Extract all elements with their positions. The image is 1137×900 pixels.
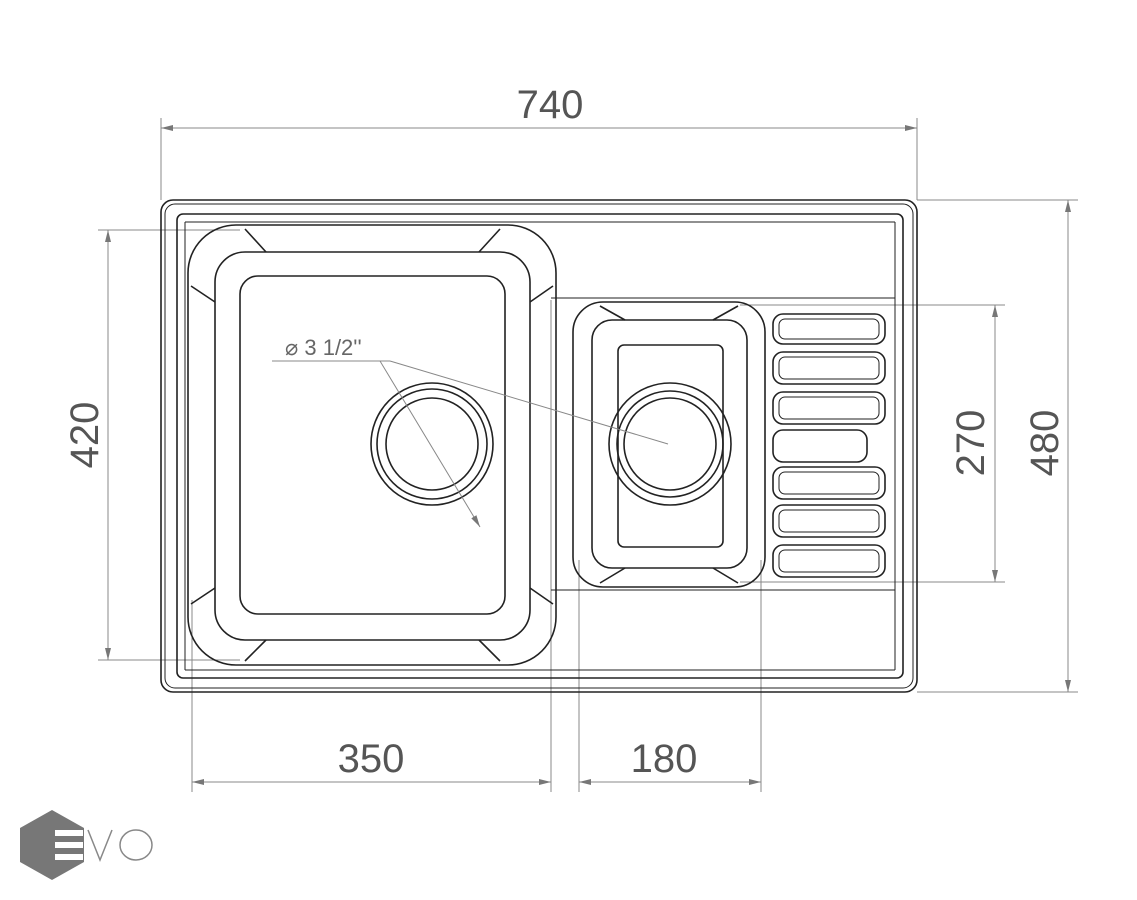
dimension-overall-width: 740 — [160, 83, 918, 200]
dimension-overall-depth: 480 — [917, 199, 1078, 693]
drainboard-slots — [772, 313, 886, 578]
sink-outline — [160, 199, 918, 693]
label-350: 350 — [338, 737, 405, 781]
small-bowl — [572, 301, 766, 588]
label-420: 420 — [63, 402, 107, 469]
drain-diameter-callout: ⌀ 3 1/2'' — [272, 335, 669, 528]
label-740: 740 — [517, 83, 584, 127]
small-drain — [608, 382, 732, 506]
main-drain — [370, 382, 494, 506]
dimension-main-bowl-width: 350 — [191, 300, 552, 792]
dimension-small-bowl-depth: 270 — [740, 304, 1005, 583]
label-270: 270 — [949, 410, 993, 477]
dimension-small-bowl-width: 180 — [578, 560, 762, 792]
evo-logo — [20, 810, 153, 880]
drain-diameter-label: ⌀ 3 1/2'' — [285, 335, 362, 360]
main-bowl — [187, 224, 557, 666]
label-480: 480 — [1023, 410, 1067, 477]
dimension-main-bowl-depth: 420 — [63, 229, 240, 661]
label-180: 180 — [631, 737, 698, 781]
